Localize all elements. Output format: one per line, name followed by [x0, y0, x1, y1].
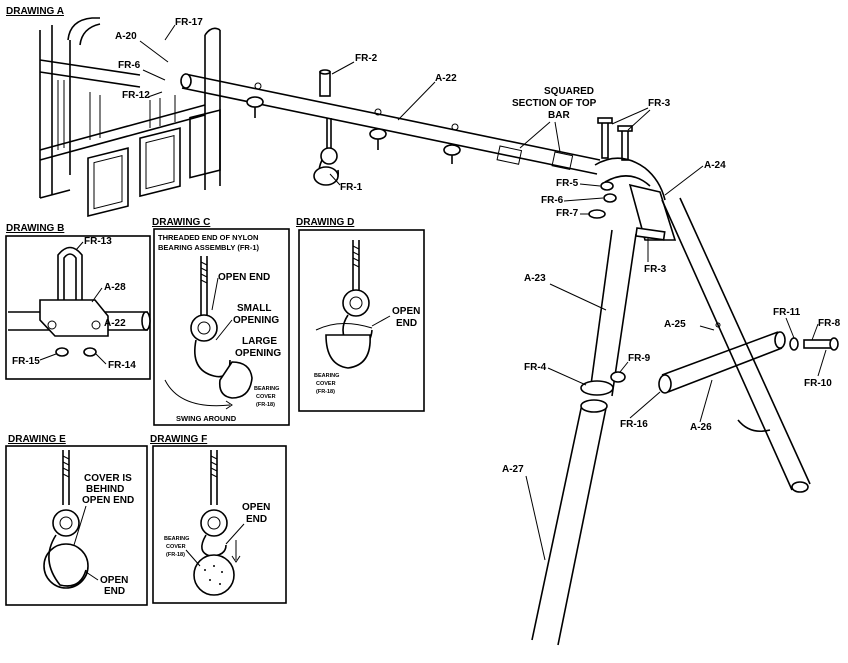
top-bar-a22 [180, 73, 601, 175]
b-label-a28: A-28 [104, 282, 126, 293]
f-cover-2: COVER [166, 544, 186, 550]
fr2-part [319, 69, 331, 97]
e-cover-3: OPEN END [82, 495, 134, 506]
e-open-1: OPEN [100, 575, 128, 586]
label-fr6-a: FR-6 [118, 60, 141, 71]
fr3-top-bolts [597, 117, 633, 161]
d-open-2: END [396, 318, 417, 329]
drawing-e: DRAWING E COVER IS BEHIND OPEN END OPEN … [5, 434, 148, 606]
label-squared-1: SQUARED [544, 86, 594, 97]
label-fr12: FR-12 [122, 90, 150, 101]
c-cover-2: COVER [256, 394, 276, 400]
label-fr7: FR-7 [556, 208, 579, 219]
label-fr6: FR-6 [541, 195, 564, 206]
label-a22: A-22 [435, 73, 457, 84]
e-open-2: END [104, 586, 125, 597]
fr3-mid-bolt [634, 227, 666, 241]
c-swing: SWING AROUND [176, 414, 237, 423]
drawing-c: DRAWING C THREADED END OF NYLON BEARING … [152, 217, 290, 426]
label-fr2: FR-2 [355, 53, 378, 64]
drawing-a-title: DRAWING A [6, 6, 64, 17]
drawing-f-title: DRAWING F [150, 434, 207, 445]
label-fr8: FR-8 [818, 318, 841, 329]
fr9-cap [610, 371, 626, 383]
c-note-1: THREADED END OF NYLON [158, 233, 258, 242]
b-label-fr15: FR-15 [12, 356, 40, 367]
label-fr17: FR-17 [175, 17, 203, 28]
label-fr9: FR-9 [628, 353, 651, 364]
leg-a23 [580, 229, 637, 397]
drawing-d-title: DRAWING D [296, 217, 354, 228]
d-open-1: OPEN [392, 306, 420, 317]
label-fr16: FR-16 [620, 419, 648, 430]
label-fr3-mid: FR-3 [644, 264, 667, 275]
d-cover-2: COVER [316, 381, 336, 387]
leg-a27 [531, 399, 608, 646]
label-a24: A-24 [704, 160, 726, 171]
d-cover-1: BEARING [314, 373, 339, 379]
fr5-fr7-hardware [588, 181, 617, 219]
e-cover-2: BEHIND [86, 484, 124, 495]
fr1-bearing-assembly [313, 118, 340, 186]
label-fr11: FR-11 [773, 307, 801, 318]
c-small-1: SMALL [237, 303, 271, 314]
leg-right [661, 197, 811, 493]
c-open-end: OPEN END [218, 272, 270, 283]
d-cover-3: (FR-18) [316, 389, 335, 395]
b-label-fr14: FR-14 [108, 360, 136, 371]
drawing-b: DRAWING B FR-13 A-28 A-22 FR-15 FR-14 [5, 223, 151, 380]
drawing-e-title: DRAWING E [8, 434, 66, 445]
b-label-a22: A-22 [104, 318, 126, 329]
c-large-2: OPENING [235, 348, 281, 359]
label-a26: A-26 [690, 422, 712, 433]
c-large-1: LARGE [242, 336, 277, 347]
drawing-f: DRAWING F OPEN END BEARING COVER (FR-18) [150, 434, 287, 604]
swing-hangers [246, 96, 461, 164]
b-label-fr13: FR-13 [84, 236, 112, 247]
label-a25: A-25 [664, 319, 686, 330]
play-structure [39, 17, 221, 218]
c-cover-1: BEARING [254, 386, 279, 392]
c-small-2: OPENING [233, 315, 279, 326]
f-cover-1: BEARING [164, 536, 189, 542]
c-note-2: BEARING ASSEMBLY (FR-1) [158, 243, 259, 252]
cross-brace-a25 [658, 331, 786, 394]
a24-bracket [594, 157, 677, 241]
label-squared-3: BAR [548, 110, 570, 121]
label-fr5: FR-5 [556, 178, 579, 189]
f-open-1: OPEN [242, 502, 270, 513]
c-cover-3: (FR-18) [256, 402, 275, 408]
f-cover-3: (FR-18) [166, 552, 185, 558]
drawing-d: DRAWING D OPEN END BEARING COVER (FR-18) [296, 217, 425, 412]
label-a23: A-23 [524, 273, 546, 284]
drawing-b-title: DRAWING B [6, 223, 64, 234]
label-a27: A-27 [502, 464, 524, 475]
label-fr10: FR-10 [804, 378, 832, 389]
label-a20: A-20 [115, 31, 137, 42]
drawing-c-title: DRAWING C [152, 217, 210, 228]
e-cover-1: COVER IS [84, 473, 132, 484]
fr8-fr11-hardware [789, 337, 839, 351]
label-fr3-top: FR-3 [648, 98, 671, 109]
label-fr4: FR-4 [524, 362, 547, 373]
f-open-2: END [246, 514, 267, 525]
label-squared-2: SECTION OF TOP [512, 98, 597, 109]
label-fr1: FR-1 [340, 182, 363, 193]
